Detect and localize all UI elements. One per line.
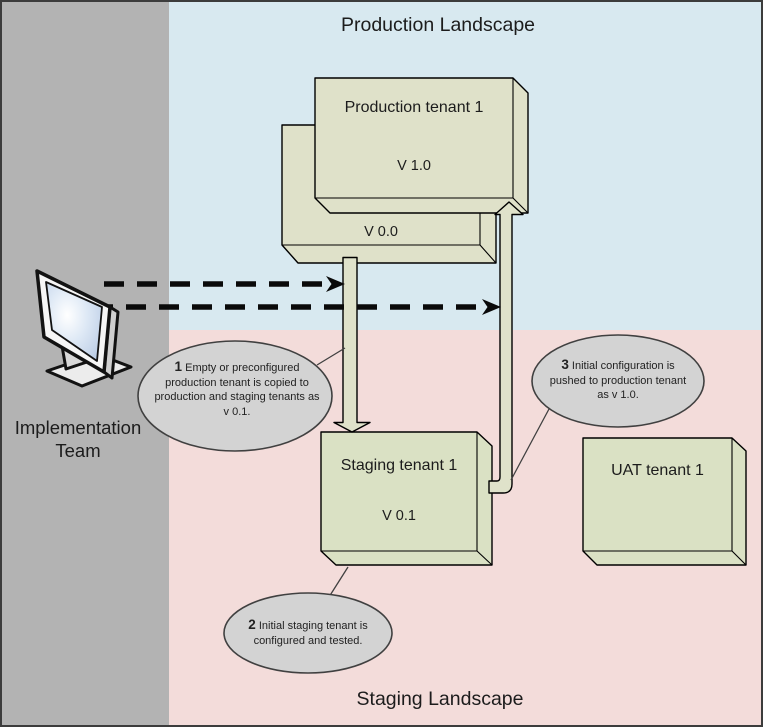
callout-2-body: Initial staging tenant is configured and… (253, 620, 368, 647)
callout-3-ellipse (531, 334, 705, 428)
callout-1-ellipse (137, 340, 333, 452)
production-landscape-title: Production Landscape (340, 14, 536, 36)
pipe-copy-to-staging (333, 256, 371, 433)
callout-2-connector (328, 566, 349, 598)
callout-3-connector (510, 408, 550, 481)
production-tenant-version: V 1.0 (397, 158, 431, 174)
callout-2-number: 2 (248, 617, 256, 632)
callout-1-body: Empty or preconfigured production tenant… (154, 362, 320, 418)
uat-tenant-title: UAT tenant 1 (611, 462, 704, 479)
callout-1-connector (316, 347, 346, 366)
callout-1-text: 1 Empty or preconfigured production tena… (151, 359, 323, 419)
dashed-arrow-to-staging-pipe (104, 276, 345, 292)
production-tenant-title: Production tenant 1 (344, 99, 484, 116)
staging-landscape-title: Staging Landscape (356, 688, 524, 710)
staging-tenant-box (320, 431, 493, 566)
dashed-arrow-to-production-pipe (93, 299, 501, 315)
staging-tenant-title: Staging tenant 1 (340, 457, 458, 474)
callout-3-body: Initial configuration is pushed to produ… (549, 360, 687, 401)
pipe-push-to-production (488, 201, 524, 494)
staging-tenant-version: V 0.1 (382, 508, 416, 524)
callout-3-text: 3 Initial configuration is pushed to pro… (546, 357, 690, 403)
monitor-icon (35, 269, 133, 388)
uat-tenant-box (582, 437, 747, 566)
callout-2-ellipse (223, 592, 393, 674)
production-tenant-box (314, 77, 529, 214)
implementation-team-label: Implementation Team (14, 417, 142, 461)
callout-3-number: 3 (561, 357, 569, 372)
callout-1-number: 1 (174, 359, 183, 374)
production-tenant-v0-version: V 0.0 (364, 224, 398, 240)
callout-2-text: 2 Initial staging tenant is configured a… (229, 617, 387, 648)
